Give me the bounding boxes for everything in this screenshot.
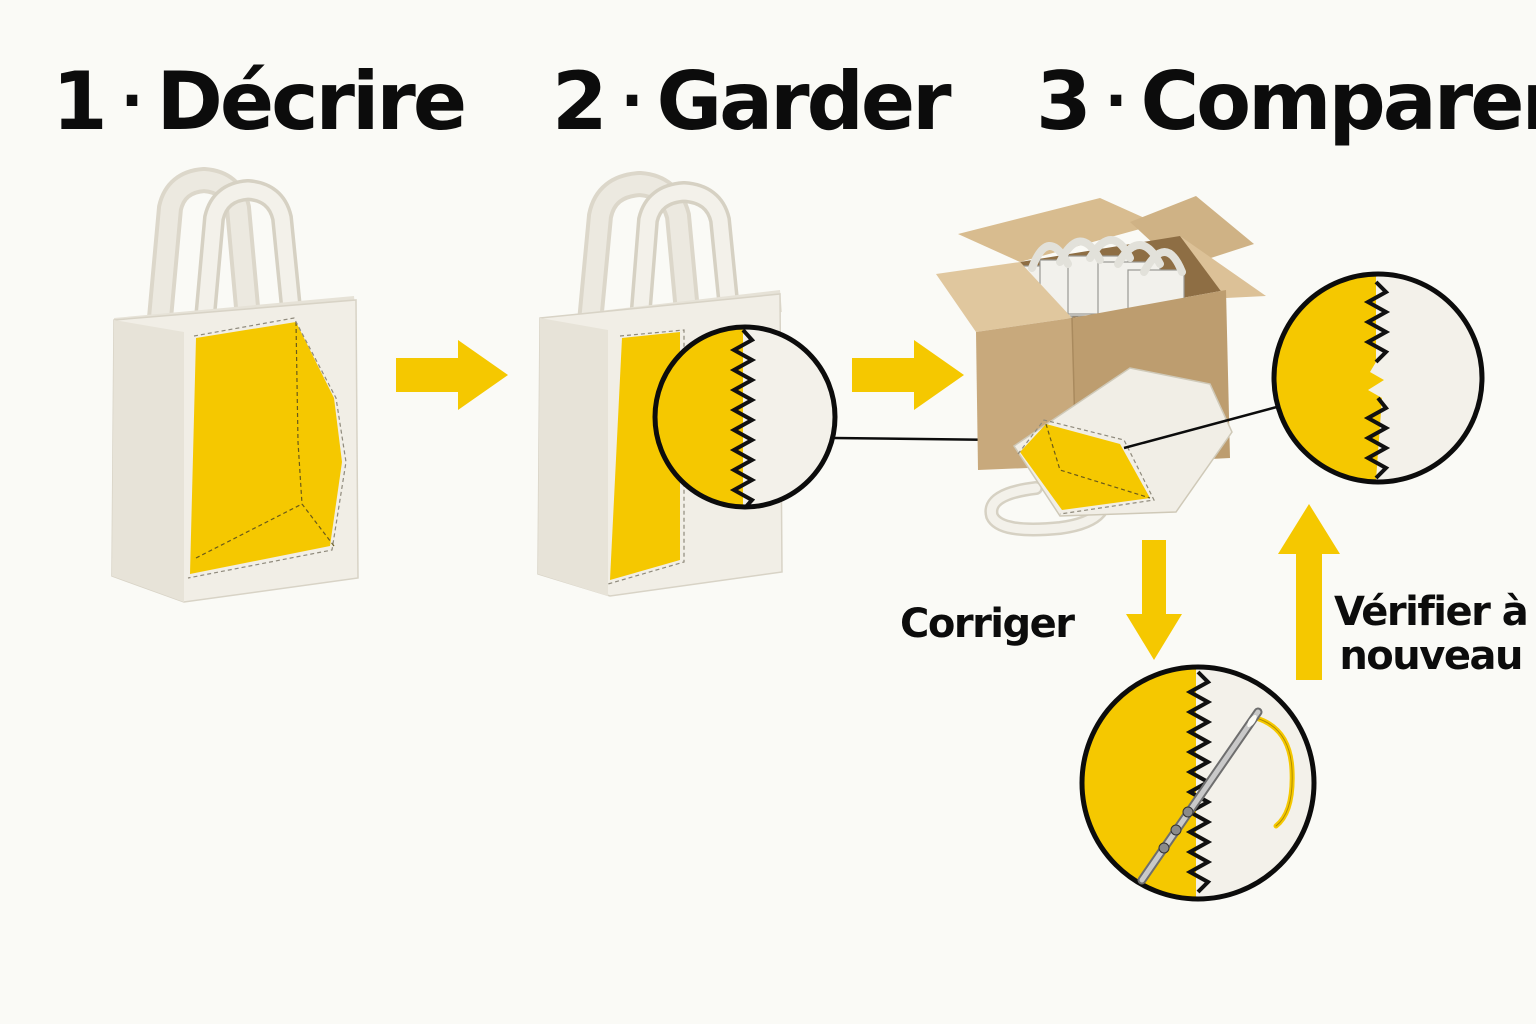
step-label-3: Comparer — [1140, 55, 1536, 148]
recheck-label: Vérifier à nouveau — [1334, 589, 1529, 679]
step-separator-2: · — [620, 66, 644, 137]
arrow-down-icon — [1126, 540, 1182, 660]
fix-label: Corriger — [900, 601, 1075, 647]
needle-thread-icon — [1137, 707, 1295, 885]
step-label-1: Décrire — [156, 55, 467, 148]
callout-line — [833, 436, 1005, 442]
magnifier-zigzag-seam-icon — [1079, 664, 1317, 902]
recheck-label-line-2: nouveau — [1339, 633, 1523, 679]
recheck-label-line-1: Vérifier à — [1334, 589, 1529, 635]
tote-bag-icon — [984, 367, 1233, 537]
step-number-2: 2 — [552, 55, 608, 148]
arrow-up-icon — [1278, 504, 1340, 680]
step-number-3: 3 — [1036, 55, 1092, 148]
callout-line — [1123, 402, 1289, 450]
arrow-right-icon — [852, 340, 964, 410]
arrow-right-icon — [396, 340, 508, 410]
step-title-1: 1·Décrire — [52, 62, 467, 142]
step-separator-1: · — [120, 66, 144, 137]
magnifier-zigzag-seam-icon — [652, 324, 838, 510]
step-label-2: Garder — [656, 55, 951, 148]
step-number-1: 1 — [52, 55, 108, 148]
step-title-2: 2·Garder — [552, 62, 952, 142]
magnifier-zigzag-seam-icon — [1271, 271, 1485, 485]
step-title-3: 3·Comparer — [1036, 62, 1536, 142]
step-separator-3: · — [1104, 66, 1128, 137]
tote-bag-icon — [111, 166, 359, 603]
